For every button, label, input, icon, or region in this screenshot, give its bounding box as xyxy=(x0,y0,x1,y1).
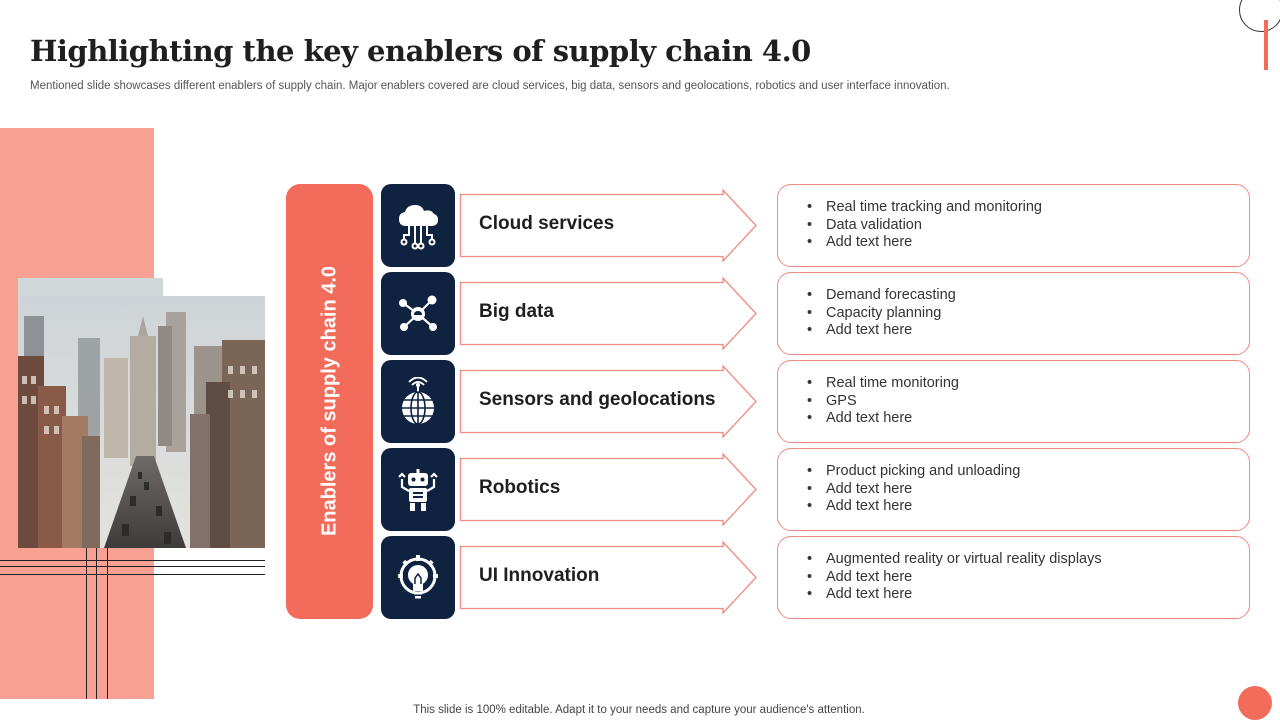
icon-tile xyxy=(381,448,455,531)
enabler-label: Cloud services xyxy=(479,213,615,234)
detail-box: Real time monitoring GPS Add text here xyxy=(777,360,1250,443)
cloud-network-icon xyxy=(399,204,438,249)
side-panel xyxy=(286,184,373,619)
enabler-row: Sensors and geolocations Real time monit… xyxy=(0,360,1280,444)
decorative-grey-block xyxy=(18,278,163,300)
bullet-item: Add text here xyxy=(807,322,956,340)
arrow-shape xyxy=(459,364,757,439)
bullet-item: Add text here xyxy=(807,234,1042,252)
arrow-shape xyxy=(459,452,757,527)
bullet-list: Real time monitoring GPS Add text here xyxy=(807,375,959,428)
city-street-photo xyxy=(18,296,265,548)
bullet-item: Add text here xyxy=(807,498,1020,516)
decorative-line xyxy=(107,548,108,699)
corner-dot xyxy=(1238,686,1272,720)
decorative-line xyxy=(0,560,265,561)
lightbulb-gear-icon xyxy=(398,554,438,598)
enabler-row: Robotics Product picking and unloading A… xyxy=(0,448,1280,532)
detail-box: Augmented reality or virtual reality dis… xyxy=(777,536,1250,619)
detail-box: Product picking and unloading Add text h… xyxy=(777,448,1250,531)
enabler-row: Big data Demand forecasting Capacity pla… xyxy=(0,272,1280,356)
bullet-item: Add text here xyxy=(807,410,959,428)
bullet-item: Data validation xyxy=(807,217,1042,235)
bullet-list: Augmented reality or virtual reality dis… xyxy=(807,551,1102,604)
bullet-item: Demand forecasting xyxy=(807,287,956,305)
detail-box: Demand forecasting Capacity planning Add… xyxy=(777,272,1250,355)
enabler-row: Cloud services Real time tracking and mo… xyxy=(0,184,1280,268)
network-nodes-icon xyxy=(399,295,437,331)
decorative-line xyxy=(0,574,265,575)
bullet-item: Add text here xyxy=(807,586,1102,604)
enabler-label: UI Innovation xyxy=(479,565,600,586)
robot-icon xyxy=(398,468,438,511)
icon-tile xyxy=(381,536,455,619)
globe-signal-icon xyxy=(402,376,434,425)
icon-tile xyxy=(381,272,455,355)
slide-footer: This slide is 100% editable. Adapt it to… xyxy=(413,704,865,716)
bullet-item: GPS xyxy=(807,393,959,411)
bullet-item: Capacity planning xyxy=(807,305,956,323)
bullet-item: Add text here xyxy=(807,481,1020,499)
bullet-item: Augmented reality or virtual reality dis… xyxy=(807,551,1102,569)
arrow-shape xyxy=(459,188,757,263)
arrow-shape xyxy=(459,540,757,615)
detail-box: Real time tracking and monitoring Data v… xyxy=(777,184,1250,267)
corner-circle xyxy=(1239,0,1280,32)
arrow-shape xyxy=(459,276,757,351)
bullet-list: Real time tracking and monitoring Data v… xyxy=(807,199,1042,252)
bullet-item: Product picking and unloading xyxy=(807,463,1020,481)
decorative-line xyxy=(0,566,265,567)
slide-title: Highlighting the key enablers of supply … xyxy=(30,34,811,68)
decorative-line xyxy=(96,548,97,699)
bullet-list: Demand forecasting Capacity planning Add… xyxy=(807,287,956,340)
icon-tile xyxy=(381,184,455,267)
decorative-line xyxy=(86,548,87,699)
bullet-item: Real time tracking and monitoring xyxy=(807,199,1042,217)
enabler-label: Big data xyxy=(479,301,554,322)
enabler-row: UI Innovation Augmented reality or virtu… xyxy=(0,536,1280,620)
enabler-label: Sensors and geolocations xyxy=(479,389,716,410)
bullet-list: Product picking and unloading Add text h… xyxy=(807,463,1020,516)
bullet-item: Add text here xyxy=(807,569,1102,587)
corner-accent-bar xyxy=(1264,20,1268,70)
icon-tile xyxy=(381,360,455,443)
slide-subtitle: Mentioned slide showcases different enab… xyxy=(30,80,950,92)
bullet-item: Real time monitoring xyxy=(807,375,959,393)
enabler-label: Robotics xyxy=(479,477,561,498)
